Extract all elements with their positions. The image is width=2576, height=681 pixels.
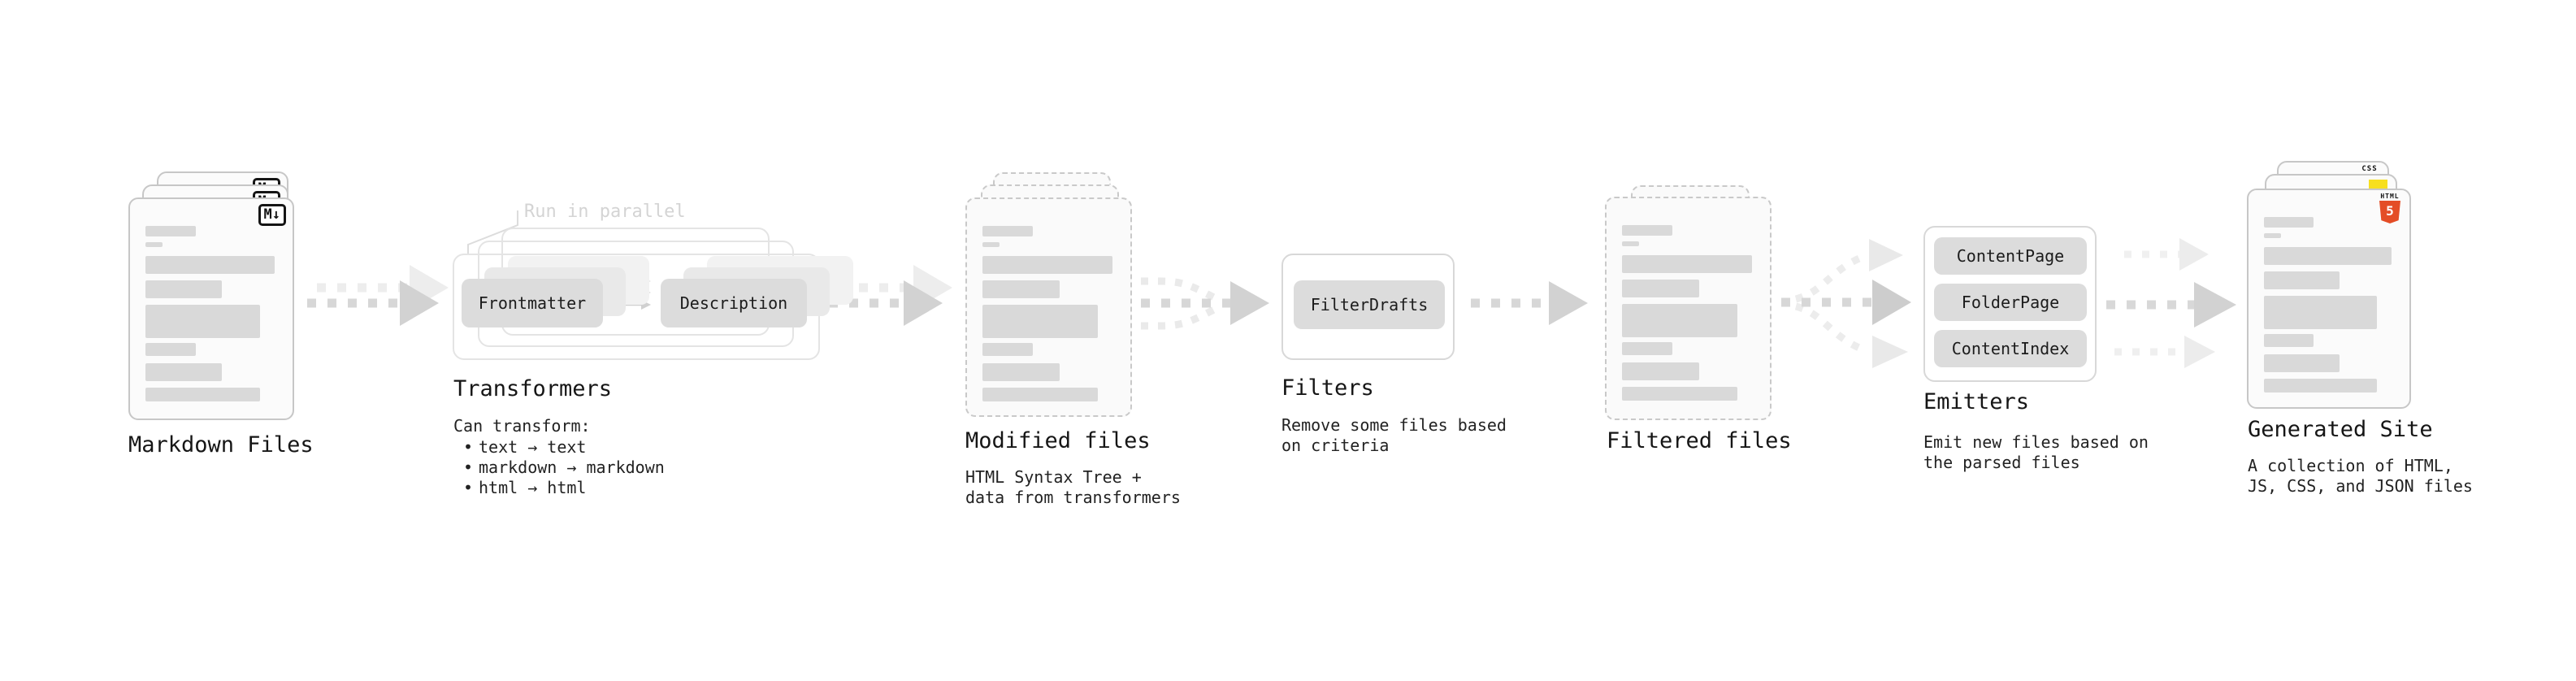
transformer-parallel-arrows [615, 276, 651, 310]
run-in-parallel-leader-line [467, 210, 518, 254]
arrow-filtered-to-emitters-fanout [1781, 239, 1911, 368]
arrow-emitters-to-generated [2106, 238, 2236, 368]
arrow-modified-to-filters-fanin [1141, 277, 1269, 330]
arrow-filters-to-filtered [1471, 281, 1588, 325]
arrow-markdown-to-transformers [307, 265, 449, 326]
arrow-transformers-to-modified [829, 265, 952, 326]
